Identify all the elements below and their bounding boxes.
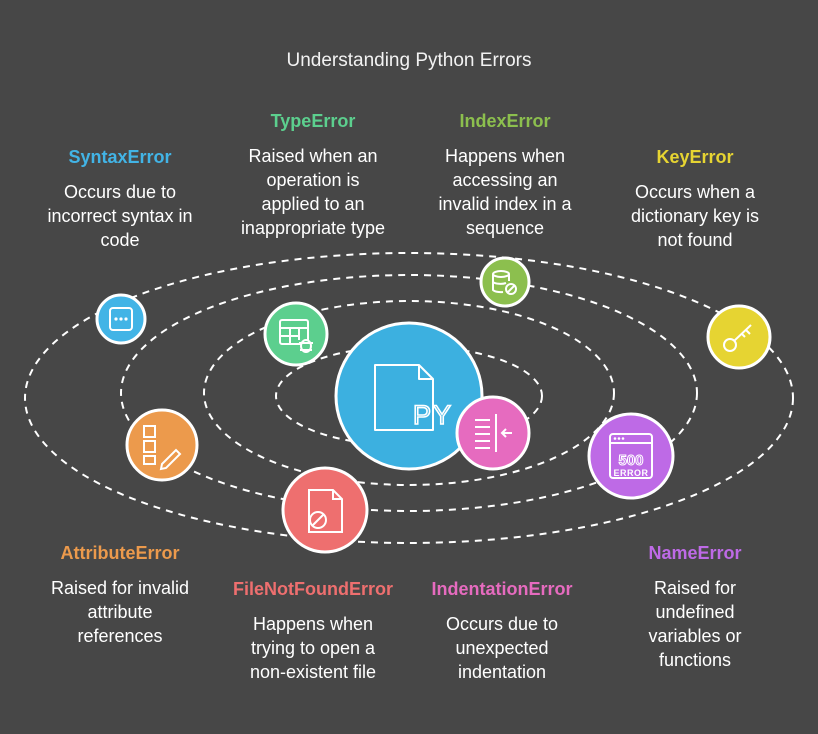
index-error-card: IndexError Happens when accessing an inv…: [410, 111, 600, 240]
terminal-icon: [109, 307, 133, 331]
index-error-heading: IndexError: [459, 111, 551, 131]
error-word-text: ERROR: [613, 468, 648, 478]
python-file-node: PY: [334, 321, 484, 471]
python-file-icon: [374, 364, 434, 431]
orbit-outer: [24, 252, 794, 544]
key-error-card: KeyError Occurs when a dictionary key is…: [598, 147, 792, 252]
orbit-inner: [203, 300, 615, 486]
key-error-node: [706, 304, 772, 370]
filenotfound-error-card: FileNotFoundError Happens when trying to…: [214, 579, 412, 684]
type-error-description: Raised when an operation is applied to a…: [240, 146, 386, 238]
index-error-node: [479, 256, 531, 308]
syntax-error-description: Occurs due to incorrect syntax in code: [47, 182, 193, 250]
filenotfound-error-description: Happens when trying to open a non-existe…: [249, 614, 377, 682]
type-error-node: [263, 301, 329, 367]
error-code-text: 500: [618, 452, 643, 469]
orbit-core: [275, 345, 543, 447]
indent-icon: [475, 414, 512, 452]
syntax-error-heading: SyntaxError: [68, 147, 172, 167]
syntax-error-node: [95, 293, 147, 345]
name-error-card: NameError Raised for undefined variables…: [598, 543, 792, 672]
server-error-icon: 500 ERROR: [609, 433, 653, 479]
name-error-node: 500 ERROR: [587, 412, 675, 500]
indentation-error-card: IndentationError Occurs due to unexpecte…: [410, 579, 594, 684]
key-icon: [723, 324, 752, 352]
edit-list-icon: [143, 425, 182, 471]
diagram-title: Understanding Python Errors: [286, 50, 532, 71]
center-label: PY: [413, 400, 453, 430]
key-error-heading: KeyError: [656, 147, 734, 167]
center-circle: [334, 321, 484, 471]
attribute-error-heading: AttributeError: [60, 543, 180, 563]
attribute-error-card: AttributeError Raised for invalid attrib…: [18, 543, 222, 648]
filenotfound-error-heading: FileNotFoundError: [233, 579, 393, 599]
indentation-error-description: Occurs due to unexpected indentation: [445, 614, 559, 682]
key-error-description: Occurs when a dictionary key is not foun…: [630, 182, 760, 250]
name-error-description: Raised for undefined variables or functi…: [648, 578, 742, 670]
syntax-error-card: SyntaxError Occurs due to incorrect synt…: [18, 147, 222, 252]
name-error-heading: NameError: [648, 543, 742, 563]
file-blocked-icon: [308, 489, 343, 533]
filenotfound-error-node: [281, 466, 369, 554]
indentation-error-node: [455, 395, 531, 471]
type-error-heading: TypeError: [270, 111, 356, 131]
indentation-error-heading: IndentationError: [431, 579, 573, 599]
orbit-middle: [120, 274, 698, 512]
index-error-description: Happens when accessing an invalid index …: [438, 146, 572, 238]
table-bug-icon: [279, 319, 313, 353]
type-error-card: TypeError Raised when an operation is ap…: [214, 111, 412, 240]
attribute-error-node: [125, 408, 199, 482]
database-blocked-icon: [492, 270, 517, 295]
attribute-error-description: Raised for invalid attribute references: [50, 578, 190, 646]
